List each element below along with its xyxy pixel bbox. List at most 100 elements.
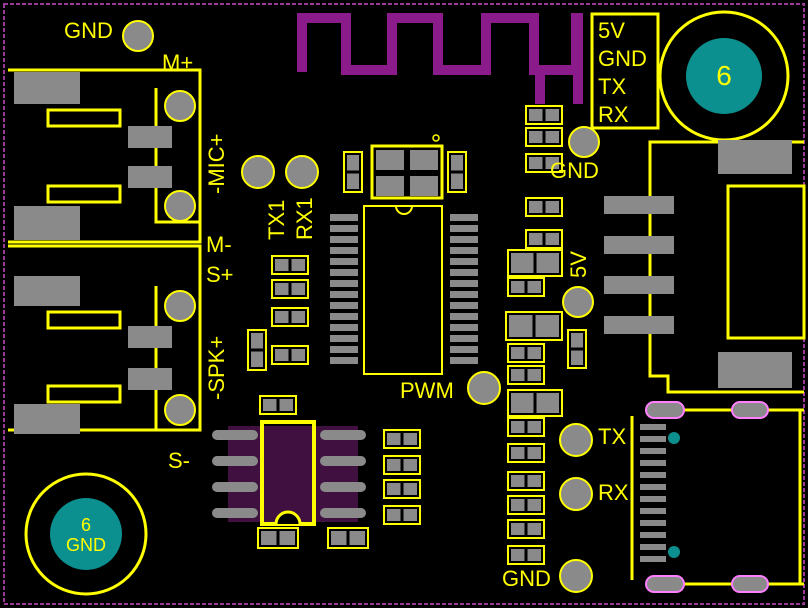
usb-pin: [640, 424, 666, 430]
soic-pin: [212, 508, 258, 518]
smd-pad: [509, 315, 533, 337]
smd-pad: [511, 523, 525, 535]
mount-hole-bottom-left-line2: GND: [66, 535, 106, 555]
gnd-bottom-pad: [559, 559, 593, 593]
smd-pad: [291, 259, 305, 271]
smd-outline: [525, 127, 563, 147]
smd-pad: [529, 109, 543, 121]
label-tx1: TX1: [264, 199, 289, 240]
mic-connector: [8, 68, 202, 244]
smd-outline: [507, 471, 545, 491]
smd-outline: [247, 329, 267, 371]
header-line-gnd: GND: [598, 46, 647, 71]
label-rx: RX: [598, 480, 629, 505]
ic-pin: [450, 313, 478, 320]
label-m-plus: M+: [162, 50, 194, 75]
soic-pin: [212, 456, 258, 466]
smd-pad: [511, 421, 525, 433]
spk-connector: [8, 244, 202, 434]
smd-pad: [511, 549, 525, 561]
soic-pin: [320, 430, 366, 440]
smd-pad: [275, 349, 289, 361]
ic-pin: [450, 214, 478, 221]
label-mic: -MIC+: [204, 133, 229, 195]
smd-pad: [251, 351, 263, 367]
smd-pad: [279, 399, 293, 411]
header-line-rx: RX: [598, 102, 629, 127]
label-s-plus: S+: [206, 262, 234, 287]
smd-outline: [271, 345, 309, 365]
smd-outline: [271, 255, 309, 275]
smd-outline: [567, 329, 587, 369]
smd-pad: [387, 459, 401, 471]
ic-pin: [450, 291, 478, 298]
smd-pad: [349, 531, 365, 545]
smd-pad: [527, 347, 541, 359]
smd-outline: [507, 519, 545, 539]
smd-pad: [511, 475, 525, 487]
5v-pad: [562, 286, 594, 318]
ic-pin: [450, 247, 478, 254]
smd-pad: [511, 447, 525, 459]
smd-pad: [331, 531, 347, 545]
smd-pad: [387, 433, 401, 445]
usb-pin: [640, 436, 666, 442]
smd-pad: [347, 155, 359, 171]
smd-pad: [527, 549, 541, 561]
ic-pin: [450, 269, 478, 276]
usb-pin: [640, 532, 666, 538]
smd-pad: [545, 109, 559, 121]
smd-pad: [387, 483, 401, 495]
ic-pin: [330, 324, 358, 331]
smd-pad: [529, 157, 543, 169]
usb-pin: [640, 496, 666, 502]
label-s-minus: S-: [168, 448, 190, 473]
smd-outline: [447, 151, 467, 193]
smd-outline: [507, 495, 545, 515]
ic-pin: [330, 247, 358, 254]
usb-pin: [640, 544, 666, 550]
smd-outline: [525, 153, 563, 173]
ic-pin: [450, 324, 478, 331]
label-pwm: PWM: [400, 378, 454, 403]
smd-outline: [525, 197, 563, 217]
smd-pad: [536, 253, 559, 273]
smd-pad: [511, 281, 525, 293]
smd-pad: [251, 333, 263, 349]
usb-pin: [640, 448, 666, 454]
gnd-mid-pad: [568, 126, 600, 158]
smd-pad: [291, 311, 305, 323]
smd-pad: [451, 155, 463, 171]
soic-chip: [212, 420, 366, 526]
usb-connector: [630, 401, 804, 593]
smd-pad: [403, 459, 417, 471]
smd-outline: [507, 249, 563, 277]
usb-pin: [640, 556, 666, 562]
usb-pin: [640, 484, 666, 490]
smd-outline: [507, 389, 563, 417]
smd-pad: [535, 315, 559, 337]
smd-outline: [507, 417, 545, 437]
smd-outline: [383, 455, 421, 475]
smd-pad: [511, 499, 525, 511]
soic-pin: [320, 456, 366, 466]
ic-pin: [330, 258, 358, 265]
smd-pad: [527, 523, 541, 535]
ic-pin: [450, 357, 478, 364]
ic-pin: [330, 302, 358, 309]
ic-pin: [450, 335, 478, 342]
soic-pin: [212, 430, 258, 440]
smd-pad: [275, 311, 289, 323]
smd-pad: [275, 283, 289, 295]
smd-outline: [327, 527, 369, 549]
smd-outline: [257, 527, 299, 549]
smd-pad: [536, 393, 559, 413]
smd-outline: [507, 343, 545, 363]
antenna-trace: [297, 13, 583, 104]
quad-component: [370, 134, 444, 200]
usb-pin: [640, 472, 666, 478]
smd-pad: [545, 131, 559, 143]
rx-pad: [559, 477, 593, 511]
mount-hole-bottom-left-line1: 6: [80, 515, 91, 535]
